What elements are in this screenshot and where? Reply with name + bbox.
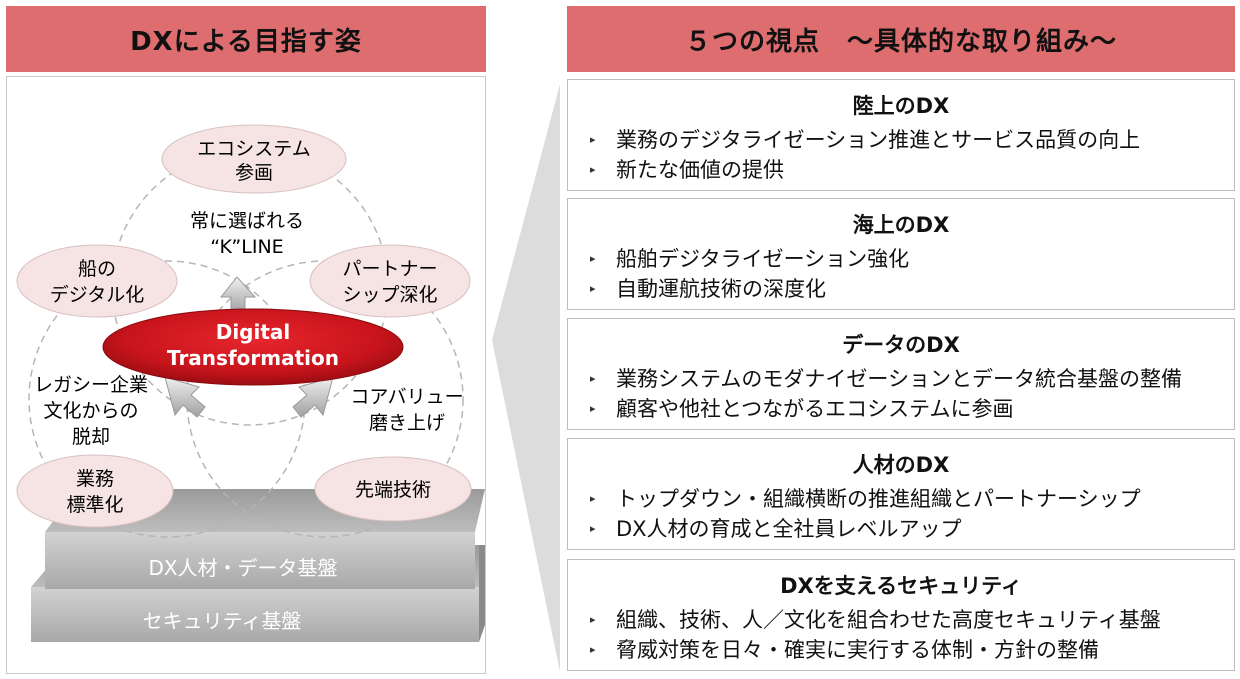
bullet-text: DX人材の育成と全社員レベルアップ bbox=[616, 517, 962, 541]
node-ship-digital: 船の デジタル化 bbox=[16, 244, 178, 318]
top-text-line1: 常に選ばれる bbox=[190, 210, 304, 232]
card-data-dx: データのDX ▸ 業務システムのモダナイゼーションとデータ統合基盤の整備 ▸ 顧客や… bbox=[567, 318, 1235, 430]
node-partnership-line2: シップ深化 bbox=[342, 284, 437, 306]
bullet-arrow-icon: ▸ bbox=[590, 251, 596, 265]
card-bullet: ▸ 脅威対策を日々・確実に実行する体制・方針の整備 bbox=[590, 634, 1099, 664]
right-header-title: ５つの視点 ～具体的な取り組み～ bbox=[684, 26, 1117, 57]
node-ecosystem: エコシステム 参画 bbox=[161, 124, 347, 194]
card-title: 陸上のDX bbox=[852, 94, 950, 118]
node-partnership: パートナー シップ深化 bbox=[309, 244, 471, 318]
node-ship-digital-line1: 船の bbox=[78, 258, 116, 280]
left-text-line2: 文化からの bbox=[43, 400, 138, 422]
node-ship-digital-line2: デジタル化 bbox=[50, 284, 145, 306]
right-text-line1: コアバリュー bbox=[350, 386, 463, 408]
card-sea-dx: 海上のDX ▸ 船舶デジタライゼーション強化 ▸ 自動運航技術の深度化 bbox=[567, 198, 1235, 310]
base-bottom-label: セキュリティ基盤 bbox=[143, 609, 302, 633]
bullet-text: 脅威対策を日々・確実に実行する体制・方針の整備 bbox=[616, 638, 1099, 662]
card-bullet: ▸ 組織、技術、人／文化を組合わせた高度セキュリティ基盤 bbox=[590, 604, 1161, 634]
right-down-arrow bbox=[292, 376, 334, 418]
bullet-text: 業務のデジタライゼーション推進とサービス品質の向上 bbox=[616, 128, 1141, 152]
card-bullet: ▸ 自動運航技術の深度化 bbox=[590, 273, 826, 303]
bullet-arrow-icon: ▸ bbox=[590, 281, 596, 295]
bullet-arrow-icon: ▸ bbox=[590, 491, 596, 505]
card-bullet: ▸ 船舶デジタライゼーション強化 bbox=[590, 243, 909, 273]
card-talent-dx: 人材のDX ▸ トップダウン・組織横断の推進組織とパートナーシップ ▸ DX人材の育… bbox=[567, 438, 1235, 550]
node-standardization-line2: 標準化 bbox=[66, 494, 123, 516]
left-text-line1: レガシー企業 bbox=[34, 374, 148, 396]
card-title: 人材のDX bbox=[852, 453, 950, 477]
node-partnership-line1: パートナー bbox=[342, 258, 437, 280]
left-down-arrow bbox=[164, 376, 206, 418]
node-standardization-line1: 業務 bbox=[76, 468, 114, 490]
node-ecosystem-line2: 参画 bbox=[235, 162, 273, 184]
bullet-text: 業務システムのモダナイゼーションとデータ統合基盤の整備 bbox=[616, 367, 1182, 391]
up-arrow bbox=[219, 276, 257, 314]
bullet-arrow-icon: ▸ bbox=[590, 132, 596, 146]
left-text-line3: 脱却 bbox=[72, 426, 110, 448]
card-bullet: ▸ 顧客や他社とつながるエコシステムに参画 bbox=[590, 393, 1014, 423]
node-ecosystem-line1: エコシステム bbox=[197, 138, 310, 160]
bullet-arrow-icon: ▸ bbox=[590, 162, 596, 176]
card-title: データのDX bbox=[842, 333, 960, 357]
card-title: DXを支えるセキュリティ bbox=[780, 574, 1022, 598]
node-standardization: 業務 標準化 bbox=[16, 454, 174, 528]
bullet-text: 組織、技術、人／文化を組合わせた高度セキュリティ基盤 bbox=[616, 608, 1161, 632]
bullet-arrow-icon: ▸ bbox=[590, 371, 596, 385]
card-bullet: ▸ トップダウン・組織横断の推進組織とパートナーシップ bbox=[590, 483, 1141, 513]
right-header: ５つの視点 ～具体的な取り組み～ bbox=[567, 6, 1235, 72]
bullet-arrow-icon: ▸ bbox=[590, 521, 596, 535]
dx-vision-panel: セキュリティ基盤 DX人材・データ基盤 エコシステム 参画 bbox=[6, 76, 486, 674]
bullet-text: トップダウン・組織横断の推進組織とパートナーシップ bbox=[616, 487, 1141, 511]
card-land-dx: 陸上のDX ▸ 業務のデジタライゼーション推進とサービス品質の向上 ▸ 新たな価値の… bbox=[567, 79, 1235, 191]
left-header: DXによる目指す姿 bbox=[6, 6, 486, 72]
bullet-arrow-icon: ▸ bbox=[590, 401, 596, 415]
dx-vision-diagram: セキュリティ基盤 DX人材・データ基盤 エコシステム 参画 bbox=[16, 124, 485, 642]
bullet-text: 自動運航技術の深度化 bbox=[616, 277, 826, 301]
card-bullet: ▸ 業務システムのモダナイゼーションとデータ統合基盤の整備 bbox=[590, 363, 1182, 393]
bullet-text: 新たな価値の提供 bbox=[616, 158, 784, 182]
right-text-line2: 磨き上げ bbox=[369, 412, 445, 434]
left-header-title: DXによる目指す姿 bbox=[130, 26, 362, 57]
bullet-arrow-icon: ▸ bbox=[590, 642, 596, 656]
card-bullet: ▸ DX人材の育成と全社員レベルアップ bbox=[590, 513, 962, 543]
card-bullet: ▸ 新たな価値の提供 bbox=[590, 154, 784, 184]
node-advanced-tech: 先端技術 bbox=[314, 456, 472, 522]
digital-transformation-core: Digital Transformation bbox=[102, 308, 404, 386]
node-advanced-tech-line1: 先端技術 bbox=[355, 479, 431, 501]
bullet-arrow-icon: ▸ bbox=[590, 612, 596, 626]
bullet-text: 顧客や他社とつながるエコシステムに参画 bbox=[616, 397, 1014, 421]
core-line2: Transformation bbox=[167, 346, 339, 370]
card-bullet: ▸ 業務のデジタライゼーション推進とサービス品質の向上 bbox=[590, 124, 1140, 154]
top-text-line2: “K”LINE bbox=[210, 236, 283, 258]
bullet-text: 船舶デジタライゼーション強化 bbox=[616, 247, 910, 271]
base-top-label: DX人材・データ基盤 bbox=[148, 556, 337, 580]
card-title: 海上のDX bbox=[852, 213, 950, 237]
core-line1: Digital bbox=[216, 320, 291, 344]
card-security: DXを支えるセキュリティ ▸ 組織、技術、人／文化を組合わせた高度セキュリティ基盤… bbox=[567, 559, 1235, 671]
